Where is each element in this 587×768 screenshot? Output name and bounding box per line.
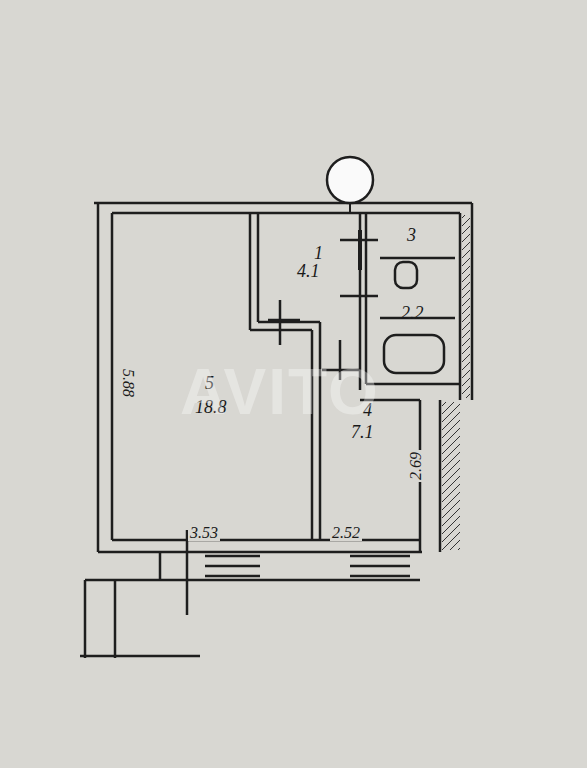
- dimension-label: 3.53: [188, 525, 220, 541]
- room-area: 14.1: [259, 214, 359, 321]
- watermark: AVITO: [180, 360, 380, 424]
- room-area-value: 7.1: [351, 423, 374, 441]
- room-number: 3: [407, 226, 416, 244]
- room-area-value: 2.2: [401, 304, 424, 322]
- dimension-label: 2.69: [408, 450, 424, 482]
- room-number: 1: [314, 244, 323, 262]
- dimension-label: 2.52: [330, 525, 362, 541]
- room-area-value: 4.1: [297, 262, 320, 280]
- dimension-label: 5.88: [120, 367, 136, 399]
- room-area: 32.2: [367, 214, 459, 383]
